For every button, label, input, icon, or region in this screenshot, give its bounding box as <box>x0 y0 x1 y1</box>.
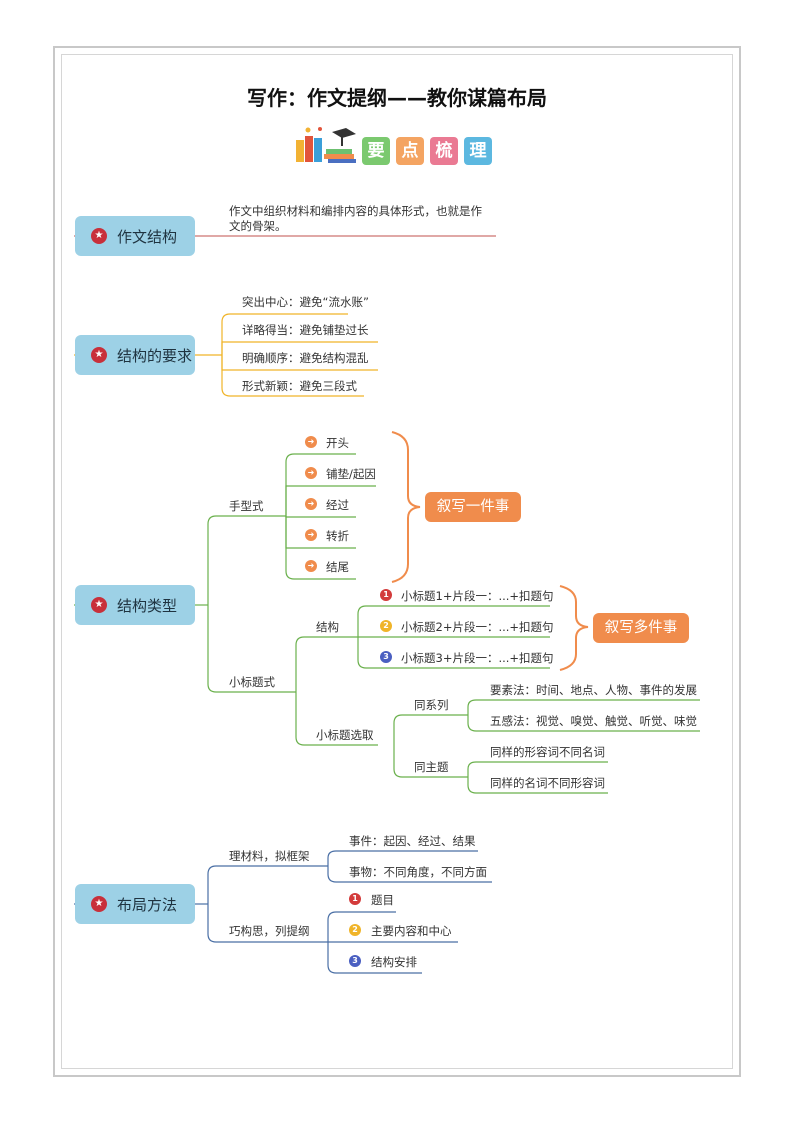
series-item: 要素法：时间、地点、人物、事件的发展 <box>490 683 697 697</box>
arrow-right-icon: ➜ <box>305 529 317 541</box>
number-2-icon: 2 <box>349 924 361 936</box>
subtitle-type-label: 小标题式 <box>229 675 275 689</box>
outline-item: 主要内容和中心 <box>371 924 452 938</box>
section-node-composition-structure: ★ 作文结构 <box>75 216 195 256</box>
arrow-right-icon: ➜ <box>305 436 317 448</box>
page-border-outer <box>53 46 741 1077</box>
arrow-right-icon: ➜ <box>305 560 317 572</box>
star-icon: ★ <box>91 896 107 912</box>
same-series-label: 同系列 <box>414 698 449 712</box>
section-node-structure-types: ★ 结构类型 <box>75 585 195 625</box>
key-tile-3: 梳 <box>430 137 458 165</box>
requirement-item: 明确顺序：避免结构混乱 <box>242 351 369 365</box>
same-theme-label: 同主题 <box>414 760 449 774</box>
key-tile-1: 要 <box>362 137 390 165</box>
page-title: 写作：作文提纲——教你谋篇布局 <box>247 86 547 110</box>
books-illustration <box>296 127 356 163</box>
hand-item: 结尾 <box>326 560 349 574</box>
structure-label: 结构 <box>316 620 339 634</box>
subtitle-selection-label: 小标题选取 <box>316 728 374 742</box>
section-title: 结构的要求 <box>117 346 193 365</box>
number-3-icon: 3 <box>349 955 361 967</box>
structure-description-line1: 作文中组织材料和编排内容的具体形式，也就是作 <box>229 204 482 218</box>
hand-item: 开头 <box>326 436 349 450</box>
key-tile-2: 点 <box>396 137 424 165</box>
section-title: 作文结构 <box>117 227 178 246</box>
hand-type-label: 手型式 <box>229 499 264 513</box>
outline-label: 巧构思，列提纲 <box>229 924 310 938</box>
structure-item: 小标题3+片段一：...+扣题句 <box>401 651 554 665</box>
structure-item: 小标题2+片段一：...+扣题句 <box>401 620 554 634</box>
hand-item: 铺垫/起因 <box>326 467 376 481</box>
outline-item: 题目 <box>371 893 394 907</box>
narrate-one-event-bubble: 叙写一件事 <box>425 492 521 522</box>
structure-item: 小标题1+片段一：...+扣题句 <box>401 589 554 603</box>
star-icon: ★ <box>91 347 107 363</box>
section-node-layout-methods: ★ 布局方法 <box>75 884 195 924</box>
section-title: 结构类型 <box>117 596 178 615</box>
structure-description-line2: 文的骨架。 <box>229 219 287 233</box>
page-border-inner <box>61 54 733 1069</box>
number-2-icon: 2 <box>380 620 392 632</box>
organize-material-label: 理材料，拟框架 <box>229 849 310 863</box>
material-item: 事物：不同角度，不同方面 <box>349 865 487 879</box>
key-points-banner: 要 点 梳 理 <box>362 137 492 165</box>
star-icon: ★ <box>91 228 107 244</box>
star-icon: ★ <box>91 597 107 613</box>
key-tile-4: 理 <box>464 137 492 165</box>
theme-item: 同样的形容词不同名词 <box>490 745 605 759</box>
section-node-requirements: ★ 结构的要求 <box>75 335 195 375</box>
hand-item: 经过 <box>326 498 349 512</box>
material-item: 事件：起因、经过、结果 <box>349 834 476 848</box>
arrow-right-icon: ➜ <box>305 498 317 510</box>
requirement-item: 详略得当：避免铺垫过长 <box>242 323 369 337</box>
number-1-icon: 1 <box>349 893 361 905</box>
hand-item: 转折 <box>326 529 349 543</box>
requirement-item: 突出中心：避免“流水账” <box>242 295 369 309</box>
requirement-item: 形式新颖：避免三段式 <box>242 379 357 393</box>
outline-item: 结构安排 <box>371 955 417 969</box>
number-3-icon: 3 <box>380 651 392 663</box>
theme-item: 同样的名词不同形容词 <box>490 776 605 790</box>
section-title: 布局方法 <box>117 895 178 914</box>
number-1-icon: 1 <box>380 589 392 601</box>
narrate-multiple-events-bubble: 叙写多件事 <box>593 613 689 643</box>
series-item: 五感法：视觉、嗅觉、触觉、听觉、味觉 <box>490 714 697 728</box>
arrow-right-icon: ➜ <box>305 467 317 479</box>
